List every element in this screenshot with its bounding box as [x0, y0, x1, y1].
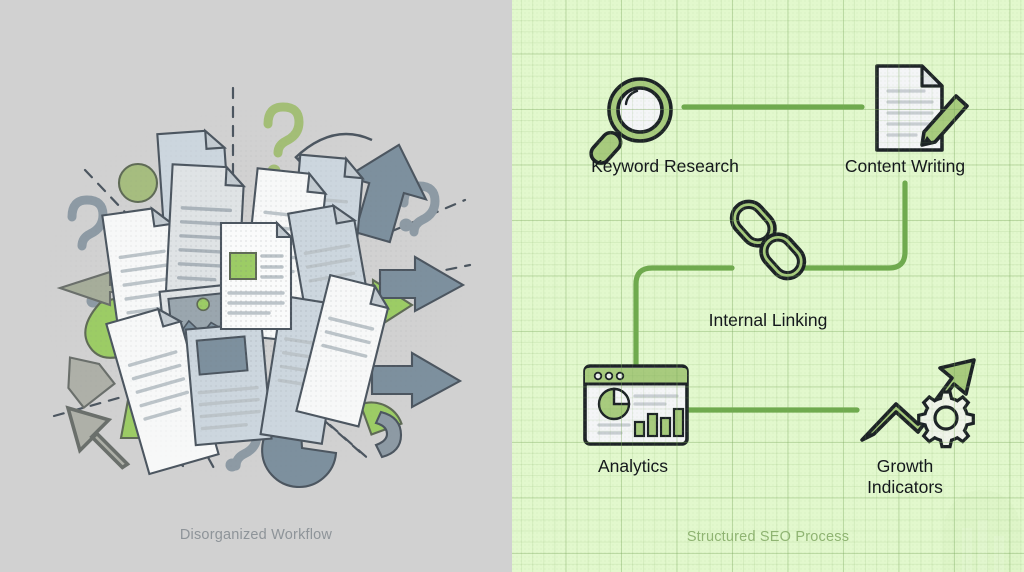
shape-arc-slate	[374, 410, 403, 459]
node-label-growth-indicators: Growth Indicators	[867, 456, 943, 497]
node-label-keyword-research: Keyword Research	[591, 156, 739, 176]
left-panel-disorganized-workflow: .pw { fill:#f7f8f8; stroke:#4c5660; stro…	[0, 0, 512, 572]
shape-circle-green	[117, 162, 159, 204]
arrow-up-gray	[67, 356, 116, 410]
node-label-internal-linking: Internal Linking	[708, 310, 828, 330]
connector-content-to-internal-linking	[798, 180, 908, 271]
analytics-dashboard-icon	[583, 364, 689, 446]
chain-link-icon	[729, 199, 807, 281]
node-label-content-writing: Content Writing	[844, 156, 966, 176]
right-panel-caption: Structured SEO Process	[686, 529, 850, 545]
right-panel-structured-seo-process: .conn { fill:none; stroke:#6faa4e; strok…	[512, 0, 1024, 572]
document-pencil-icon	[875, 64, 969, 152]
document-front-lower-left	[105, 307, 220, 476]
connector-internal-linking-to-analytics	[633, 265, 735, 373]
graph-paper-grid	[512, 0, 1024, 572]
arrow-slate-up	[344, 143, 428, 244]
arrow-right-slate	[378, 255, 466, 313]
document-hero	[219, 220, 294, 331]
document-right-edge	[295, 273, 391, 428]
seo-process-flowchart: .conn { fill:none; stroke:#6faa4e; strok…	[583, 64, 976, 449]
right-panel-texture	[512, 0, 1024, 572]
left-panel-caption: Disorganized Workflow	[179, 527, 333, 543]
growth-arrow-gear-icon	[860, 358, 976, 449]
watermark-logo	[944, 490, 1020, 572]
disorganized-workflow-illustration: .pw { fill:#f7f8f8; stroke:#4c5660; stro…	[52, 86, 472, 489]
arrow-down-left-gray	[65, 405, 131, 470]
magnifying-glass-icon	[589, 77, 673, 165]
node-label-analytics: Analytics	[597, 456, 669, 476]
left-panel-texture	[0, 0, 512, 572]
